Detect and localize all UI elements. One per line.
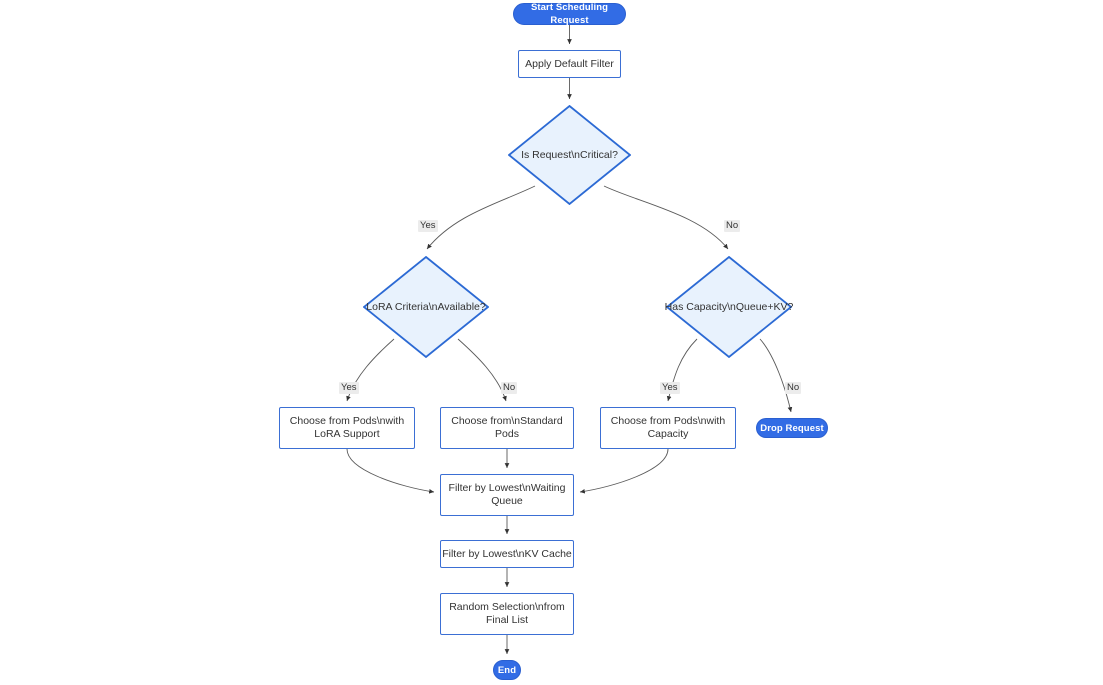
node-label-choose_lora: Choose from Pods\nwith LoRA Support bbox=[289, 415, 405, 440]
node-label-filter_queue: Filter by Lowest\nWaiting Queue bbox=[448, 482, 566, 507]
node-apply_filter[interactable]: Apply Default Filter bbox=[518, 50, 621, 78]
node-label-lora_criteria: LoRA Criteria\nAvailable? bbox=[366, 300, 486, 313]
edge-choose_lora-to-filter_queue bbox=[346, 448, 435, 494]
node-end[interactable]: End bbox=[493, 660, 521, 680]
node-label-end: End bbox=[497, 664, 517, 676]
node-label-start: Start Scheduling Request bbox=[530, 2, 609, 26]
edge-label-has_capacity-yes: Yes bbox=[660, 382, 680, 394]
node-has_capacity[interactable]: Has Capacity\nQueue+KV? bbox=[665, 256, 793, 358]
node-drop_request[interactable]: Drop Request bbox=[756, 418, 828, 438]
edge-label-is_critical-no: No bbox=[724, 220, 741, 232]
node-label-choose_capacity: Choose from Pods\nwith Capacity bbox=[610, 415, 726, 440]
node-label-apply_filter: Apply Default Filter bbox=[525, 57, 614, 70]
node-choose_lora[interactable]: Choose from Pods\nwith LoRA Support bbox=[279, 407, 415, 449]
node-label-random_selection: Random Selection\nfrom Final List bbox=[449, 601, 565, 626]
node-filter_kv[interactable]: Filter by Lowest\nKV Cache bbox=[440, 540, 574, 568]
node-label-drop_request: Drop Request bbox=[760, 422, 824, 434]
edge-choose_capacity-to-filter_queue bbox=[579, 448, 669, 494]
node-random_selection[interactable]: Random Selection\nfrom Final List bbox=[440, 593, 574, 635]
node-label-has_capacity: Has Capacity\nQueue+KV? bbox=[664, 300, 794, 313]
node-choose_standard[interactable]: Choose from\nStandard Pods bbox=[440, 407, 574, 449]
decision-diamond-shape bbox=[363, 256, 489, 358]
node-is_critical[interactable]: Is Request\nCritical? bbox=[508, 105, 631, 205]
node-choose_capacity[interactable]: Choose from Pods\nwith Capacity bbox=[600, 407, 736, 449]
node-start[interactable]: Start Scheduling Request bbox=[513, 2, 626, 26]
edge-label-lora_criteria-yes: Yes bbox=[339, 382, 359, 394]
edge-label-has_capacity-no: No bbox=[785, 382, 802, 394]
node-label-filter_kv: Filter by Lowest\nKV Cache bbox=[442, 547, 572, 560]
edge-label-lora_criteria-no: No bbox=[501, 382, 518, 394]
node-filter_queue[interactable]: Filter by Lowest\nWaiting Queue bbox=[440, 474, 574, 516]
decision-diamond-shape bbox=[508, 105, 631, 205]
edge-label-is_critical-yes: Yes bbox=[418, 220, 438, 232]
decision-diamond-shape bbox=[666, 256, 792, 358]
node-label-is_critical: Is Request\nCritical? bbox=[521, 148, 618, 161]
node-label-choose_standard: Choose from\nStandard Pods bbox=[451, 415, 563, 440]
node-lora_criteria[interactable]: LoRA Criteria\nAvailable? bbox=[363, 256, 489, 358]
